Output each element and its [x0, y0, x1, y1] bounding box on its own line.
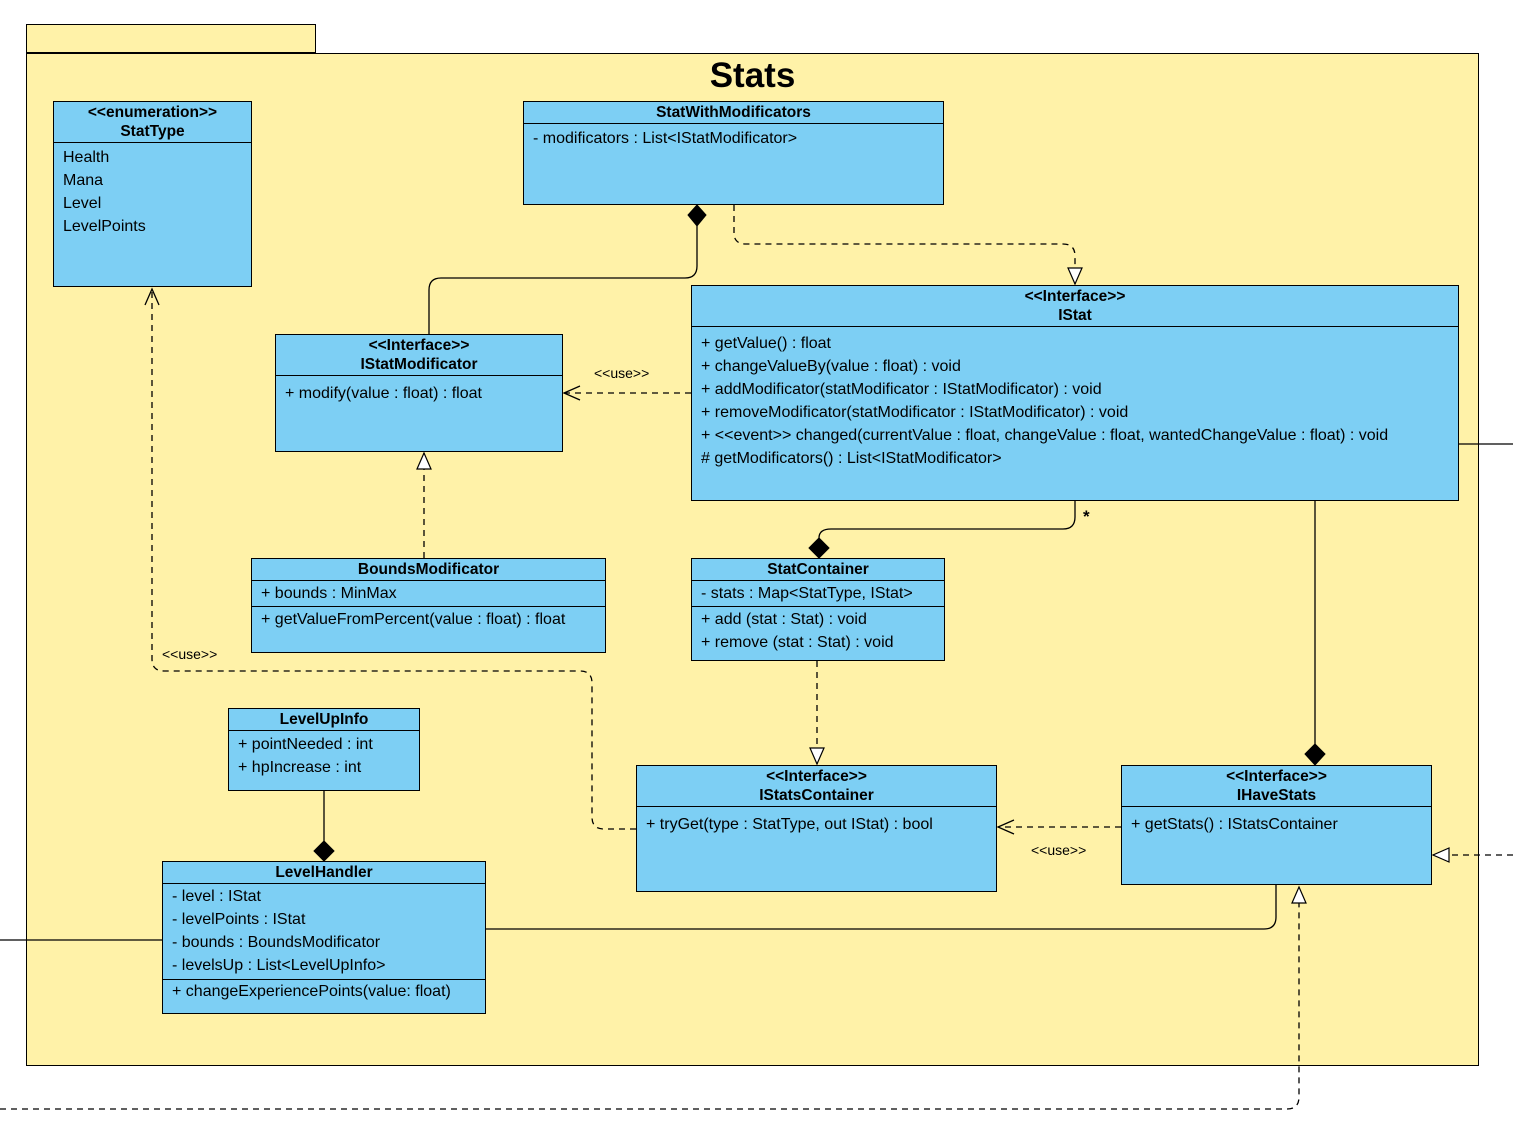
- attribute: + bounds : MinMax: [261, 585, 397, 602]
- method: + remove (stat : Stat) : void: [701, 634, 894, 651]
- attribute: - level : IStat: [172, 888, 261, 905]
- methods: + getValue() : float + changeValueBy(val…: [692, 327, 1458, 473]
- attribute: + hpIncrease : int: [238, 759, 362, 776]
- attribute: + pointNeeded : int: [238, 736, 373, 753]
- attributes: - level : IStat - levelPoints : IStat - …: [163, 884, 485, 980]
- association-levelhandler-ihavestats: [486, 885, 1277, 930]
- class-name: StatWithModificators: [656, 104, 811, 121]
- methods: + modify(value : float) : float: [276, 376, 562, 408]
- class-name: IStatsContainer: [759, 787, 874, 804]
- methods: + add (stat : Stat) : void + remove (sta…: [692, 607, 944, 657]
- stereotype: <<enumeration>>: [87, 104, 218, 121]
- stereotype: <<Interface>>: [1024, 288, 1126, 305]
- attributes: + bounds : MinMax: [252, 581, 605, 607]
- class-ihavestats[interactable]: <<Interface>> IHaveStats + getStats() : …: [1121, 765, 1432, 885]
- package-title: Stats: [709, 56, 796, 95]
- attribute: - stats : Map<StatType, IStat>: [701, 585, 913, 602]
- class-header: <<Interface>> IStat: [692, 286, 1458, 327]
- method: + changeExperiencePoints(value: float): [172, 983, 451, 1000]
- method: + getStats() : IStatsContainer: [1131, 816, 1338, 833]
- diamond-statwithmod: [687, 204, 707, 227]
- class-header: StatContainer: [692, 559, 944, 581]
- class-header: <<Interface>> IStatsContainer: [637, 766, 996, 807]
- class-name: IHaveStats: [1236, 787, 1317, 804]
- realization-external-bottom-ihavestats: [0, 885, 1307, 1110]
- class-name: BoundsModificator: [357, 561, 500, 578]
- stereotype: <<Interface>>: [368, 337, 470, 354]
- diamond-ihavestats: [1304, 743, 1326, 766]
- method: + tryGet(type : StatType, out IStat) : b…: [646, 816, 933, 833]
- methods: + tryGet(type : StatType, out IStat) : b…: [637, 807, 996, 839]
- attribute: - bounds : BoundsModificator: [172, 934, 381, 951]
- enum-value: Mana: [63, 172, 104, 189]
- attributes: + pointNeeded : int + hpIncrease : int: [229, 731, 419, 782]
- class-name: LevelUpInfo: [279, 711, 369, 728]
- composition-statwithmod-istatmodificator: [428, 226, 698, 334]
- class-header: <<enumeration>> StatType: [54, 102, 251, 143]
- class-istatmodificator[interactable]: <<Interface>> IStatModificator + modify(…: [275, 334, 563, 452]
- class-header: <<Interface>> IStatModificator: [276, 335, 562, 376]
- attribute: - levelsUp : List<LevelUpInfo>: [172, 957, 386, 974]
- realization-statwithmod-istat: [733, 205, 1083, 286]
- class-header: BoundsModificator: [252, 559, 605, 581]
- class-istatscontainer[interactable]: <<Interface>> IStatsContainer + tryGet(t…: [636, 765, 997, 892]
- diamond-statcontainer: [808, 537, 830, 559]
- class-header: LevelUpInfo: [229, 709, 419, 731]
- method: + <<event>> changed(currentValue : float…: [701, 427, 1389, 444]
- enum-values: Health Mana Level LevelPoints: [54, 143, 251, 241]
- class-boundsmodificator[interactable]: BoundsModificator + bounds : MinMax + ge…: [251, 558, 606, 653]
- use-label-ihavestats: <<use>>: [1031, 842, 1087, 858]
- methods: + getValueFromPercent(value : float) : f…: [252, 607, 605, 634]
- class-header: StatWithModificators: [524, 102, 943, 124]
- attributes: - stats : Map<StatType, IStat>: [692, 581, 944, 607]
- diamond-levelhandler: [313, 840, 335, 862]
- stereotype: <<Interface>>: [766, 768, 867, 785]
- use-istatscontainer-stattype: [144, 287, 636, 830]
- class-stattype[interactable]: <<enumeration>> StatType Health Mana Lev…: [53, 101, 252, 287]
- use-label-istat: <<use>>: [594, 365, 650, 381]
- class-header: LevelHandler: [163, 862, 485, 884]
- composition-statcontainer-istat: [818, 501, 1076, 539]
- use-label-stattype: <<use>>: [162, 646, 218, 662]
- class-header: <<Interface>> IHaveStats: [1122, 766, 1431, 807]
- method: + changeValueBy(value : float) : void: [701, 358, 961, 375]
- class-name: IStat: [1058, 307, 1092, 324]
- multiplicity-label: *: [1083, 507, 1090, 526]
- attribute: - modificators : List<IStatModificator>: [533, 130, 798, 147]
- class-name: StatType: [120, 123, 185, 140]
- class-istat[interactable]: <<Interface>> IStat + getValue() : float…: [691, 285, 1459, 501]
- method: + getValue() : float: [701, 335, 831, 352]
- class-name: StatContainer: [767, 561, 869, 578]
- enum-value: LevelPoints: [63, 218, 146, 235]
- class-name: LevelHandler: [275, 864, 373, 881]
- class-levelhandler[interactable]: LevelHandler - level : IStat - levelPoin…: [162, 861, 486, 1014]
- method: + addModificator(statModificator : IStat…: [701, 381, 1102, 398]
- stereotype: <<Interface>>: [1226, 768, 1327, 785]
- method: # getModificators() : List<IStatModifica…: [701, 450, 1002, 467]
- method: + modify(value : float) : float: [285, 385, 482, 402]
- class-statwithmodificators[interactable]: StatWithModificators - modificators : Li…: [523, 101, 944, 205]
- attributes: - modificators : List<IStatModificator>: [524, 124, 943, 153]
- methods: + getStats() : IStatsContainer: [1122, 807, 1431, 839]
- method: + add (stat : Stat) : void: [701, 611, 867, 628]
- enum-value: Level: [63, 195, 102, 212]
- enum-value: Health: [63, 149, 110, 166]
- method: + removeModificator(statModificator : IS…: [701, 404, 1129, 421]
- attribute: - levelPoints : IStat: [172, 911, 306, 928]
- methods: + changeExperiencePoints(value: float): [163, 980, 485, 1006]
- class-statcontainer[interactable]: StatContainer - stats : Map<StatType, IS…: [691, 558, 945, 661]
- class-name: IStatModificator: [360, 356, 478, 373]
- package-tab: [26, 24, 316, 53]
- class-levelupinfo[interactable]: LevelUpInfo + pointNeeded : int + hpIncr…: [228, 708, 420, 791]
- method: + getValueFromPercent(value : float) : f…: [261, 611, 566, 628]
